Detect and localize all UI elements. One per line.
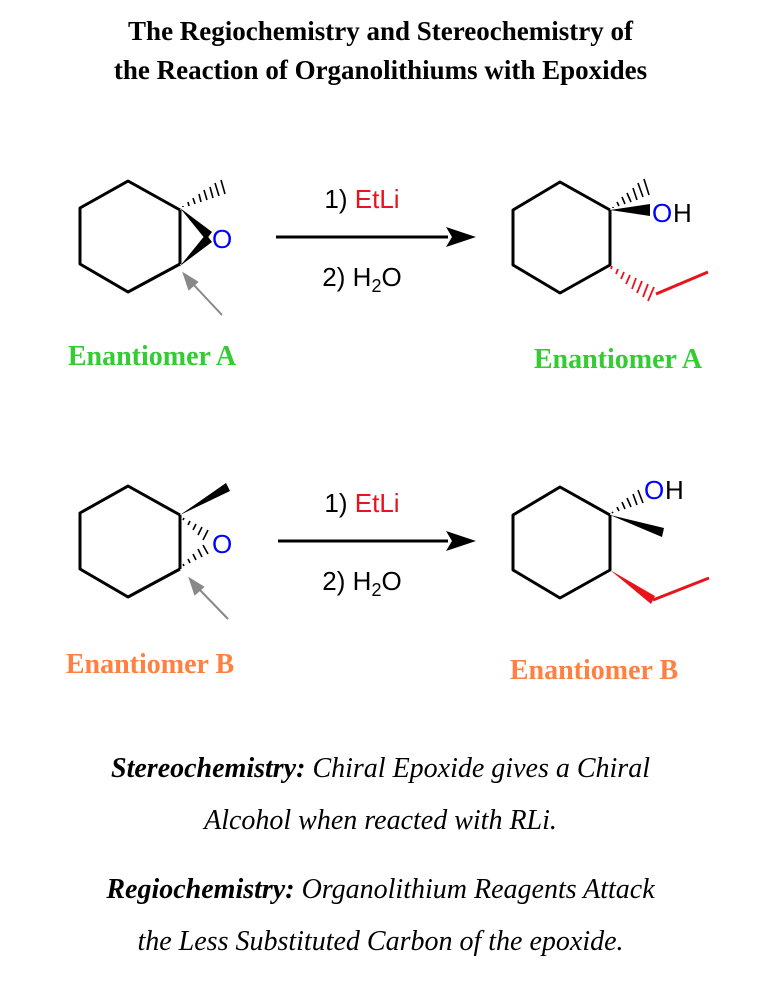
regio-heading: Regiochemistry: bbox=[106, 874, 295, 905]
water-subscript: 2 bbox=[371, 276, 382, 297]
reaction-arrow-b bbox=[278, 531, 476, 551]
wedge-methyl-product-b bbox=[610, 515, 664, 537]
alcohol-enantiomer-b bbox=[511, 485, 612, 600]
reactant-label-a: Enantiomer A bbox=[67, 341, 237, 372]
water-o: O bbox=[381, 566, 402, 596]
epoxide-oxygen-b: O bbox=[212, 529, 232, 559]
step-number: 1) bbox=[324, 184, 348, 214]
epoxide-enantiomer-b bbox=[78, 484, 182, 599]
ethyl-bond-a bbox=[655, 270, 709, 296]
wedge-bond-oh-a bbox=[610, 204, 650, 216]
water-h: H bbox=[352, 262, 372, 292]
regiochemistry-note: Regiochemistry: Organolithium Reagents A… bbox=[0, 873, 761, 959]
epoxide-enantiomer-a bbox=[78, 179, 212, 294]
reagent-step-2-a: 2) H2O bbox=[262, 262, 462, 297]
attack-arrow-b bbox=[188, 576, 229, 620]
water-subscript: 2 bbox=[371, 580, 382, 601]
stereo-line-2: Alcohol when reacted with RLi. bbox=[204, 805, 557, 836]
product-label-a: Enantiomer A bbox=[533, 344, 703, 375]
hashed-bond-oh-b bbox=[611, 489, 644, 514]
stereochemistry-note: Stereochemistry: Chiral Epoxide gives a … bbox=[0, 752, 761, 838]
stereo-text-1: Chiral Epoxide gives a Chiral bbox=[312, 753, 650, 784]
product-hydrogen-b: H bbox=[665, 475, 684, 505]
reagent-step-2-b: 2) H2O bbox=[262, 566, 462, 601]
wedge-methyl-b bbox=[180, 483, 230, 515]
hashed-ethyl-a bbox=[610, 265, 655, 302]
regio-line-1: Regiochemistry: Organolithium Reagents A… bbox=[0, 873, 761, 907]
stereo-heading: Stereochemistry: bbox=[111, 753, 306, 784]
title-line-2: the Reaction of Organolithiums with Epox… bbox=[113, 55, 648, 85]
alcohol-enantiomer-a bbox=[511, 180, 612, 295]
product-oxygen-b: O bbox=[644, 475, 664, 505]
ethyl-bond-b bbox=[652, 576, 710, 602]
product-oxygen-a: O bbox=[652, 198, 672, 228]
hashed-methyl-product-a bbox=[612, 178, 650, 208]
hashed-methyl-a bbox=[182, 179, 226, 207]
title-line-1: The Regiochemistry and Stereochemistry o… bbox=[128, 16, 633, 46]
step-number: 2) bbox=[322, 262, 346, 292]
water-h: H bbox=[352, 566, 372, 596]
reactant-label-b: Enantiomer B bbox=[65, 649, 235, 680]
attack-arrow-a bbox=[182, 271, 223, 316]
step-number: 2) bbox=[322, 566, 346, 596]
wedge-ethyl-b bbox=[610, 570, 655, 604]
reaction-arrow-a bbox=[276, 227, 476, 247]
regio-text-1: Organolithium Reagents Attack bbox=[301, 874, 655, 905]
epoxide-oxygen-a: O bbox=[212, 224, 232, 254]
water-o: O bbox=[381, 262, 402, 292]
reagent-etli: EtLi bbox=[354, 488, 400, 518]
product-label-b: Enantiomer B bbox=[509, 655, 679, 686]
regio-line-2: the Less Substituted Carbon of the epoxi… bbox=[137, 926, 624, 957]
page-title: The Regiochemistry and Stereochemistry o… bbox=[0, 14, 761, 87]
reagent-step-1-a: 1) EtLi bbox=[262, 184, 462, 215]
reagent-etli: EtLi bbox=[354, 184, 400, 214]
hashed-bonds-oxygen-b bbox=[182, 517, 209, 567]
product-hydrogen-a: H bbox=[673, 198, 692, 228]
step-number: 1) bbox=[324, 488, 348, 518]
stereo-line-1: Stereochemistry: Chiral Epoxide gives a … bbox=[0, 752, 761, 786]
reagent-step-1-b: 1) EtLi bbox=[262, 488, 462, 519]
